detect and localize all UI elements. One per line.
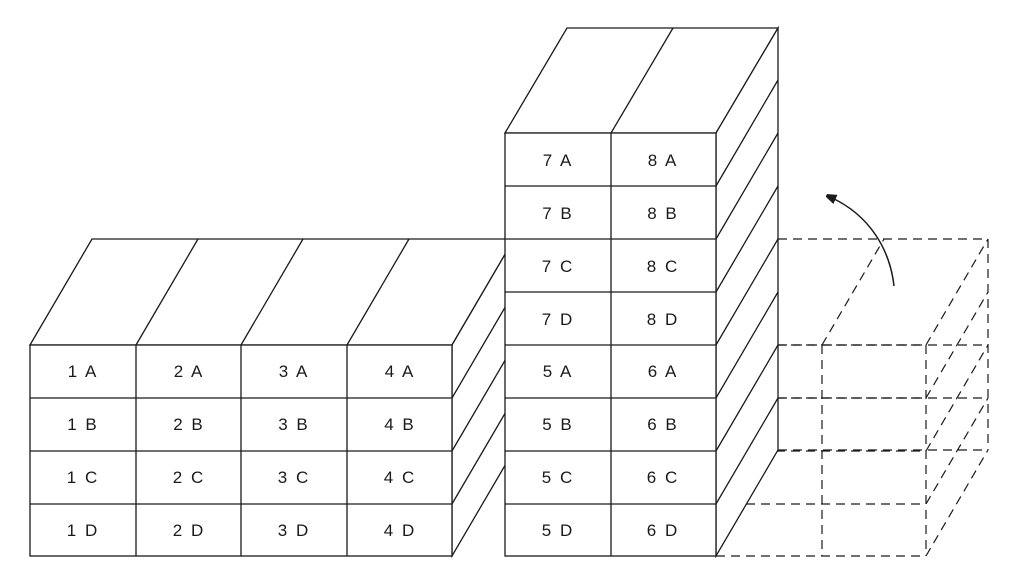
block-label: 2 C bbox=[173, 468, 205, 487]
block-label: 7 D bbox=[542, 310, 574, 329]
block-label: 8 B bbox=[647, 204, 679, 223]
block-label: 8 D bbox=[647, 310, 679, 329]
block-label: 3 A bbox=[279, 362, 310, 381]
block-label: 5 A bbox=[543, 362, 574, 381]
ghost-block bbox=[716, 238, 989, 557]
block-label: 3 D bbox=[278, 521, 310, 540]
block-label: 2 A bbox=[174, 362, 205, 381]
block-label: 1 D bbox=[67, 521, 99, 540]
block-label: 2 B bbox=[173, 415, 205, 434]
block-label: 4 D bbox=[384, 521, 416, 540]
block-label: 6 D bbox=[647, 521, 679, 540]
block-label: 3 C bbox=[278, 468, 310, 487]
block-label: 5 D bbox=[542, 521, 574, 540]
block-label: 5 B bbox=[542, 415, 574, 434]
block-label: 8 A bbox=[648, 151, 679, 170]
left-block bbox=[28, 236, 516, 559]
block-label: 4 B bbox=[384, 415, 416, 434]
block-label: 1 C bbox=[67, 468, 99, 487]
block-label: 1 A bbox=[68, 362, 99, 381]
block-label: 7 B bbox=[542, 204, 574, 223]
block-label: 5 C bbox=[542, 468, 574, 487]
block-label: 2 D bbox=[173, 521, 205, 540]
block-label: 6 A bbox=[648, 362, 679, 381]
block-label: 6 C bbox=[647, 468, 679, 487]
move-arrow-icon bbox=[830, 197, 895, 287]
block-label: 3 B bbox=[278, 415, 310, 434]
left-block-labels: 1 A 2 A 3 A 4 A 1 B 2 B 3 B 4 B 1 C 2 C … bbox=[67, 362, 416, 540]
block-label: 6 B bbox=[647, 415, 679, 434]
block-label: 4 A bbox=[385, 362, 416, 381]
block-label: 7 A bbox=[543, 151, 574, 170]
tall-block bbox=[503, 25, 780, 559]
block-label: 4 C bbox=[384, 468, 416, 487]
block-label: 7 C bbox=[542, 257, 574, 276]
block-label: 1 B bbox=[67, 415, 99, 434]
tall-block-labels: 7 A 8 A 7 B 8 B 7 C 8 C 7 D 8 D 5 A 6 A … bbox=[542, 151, 679, 540]
block-label: 8 C bbox=[647, 257, 679, 276]
